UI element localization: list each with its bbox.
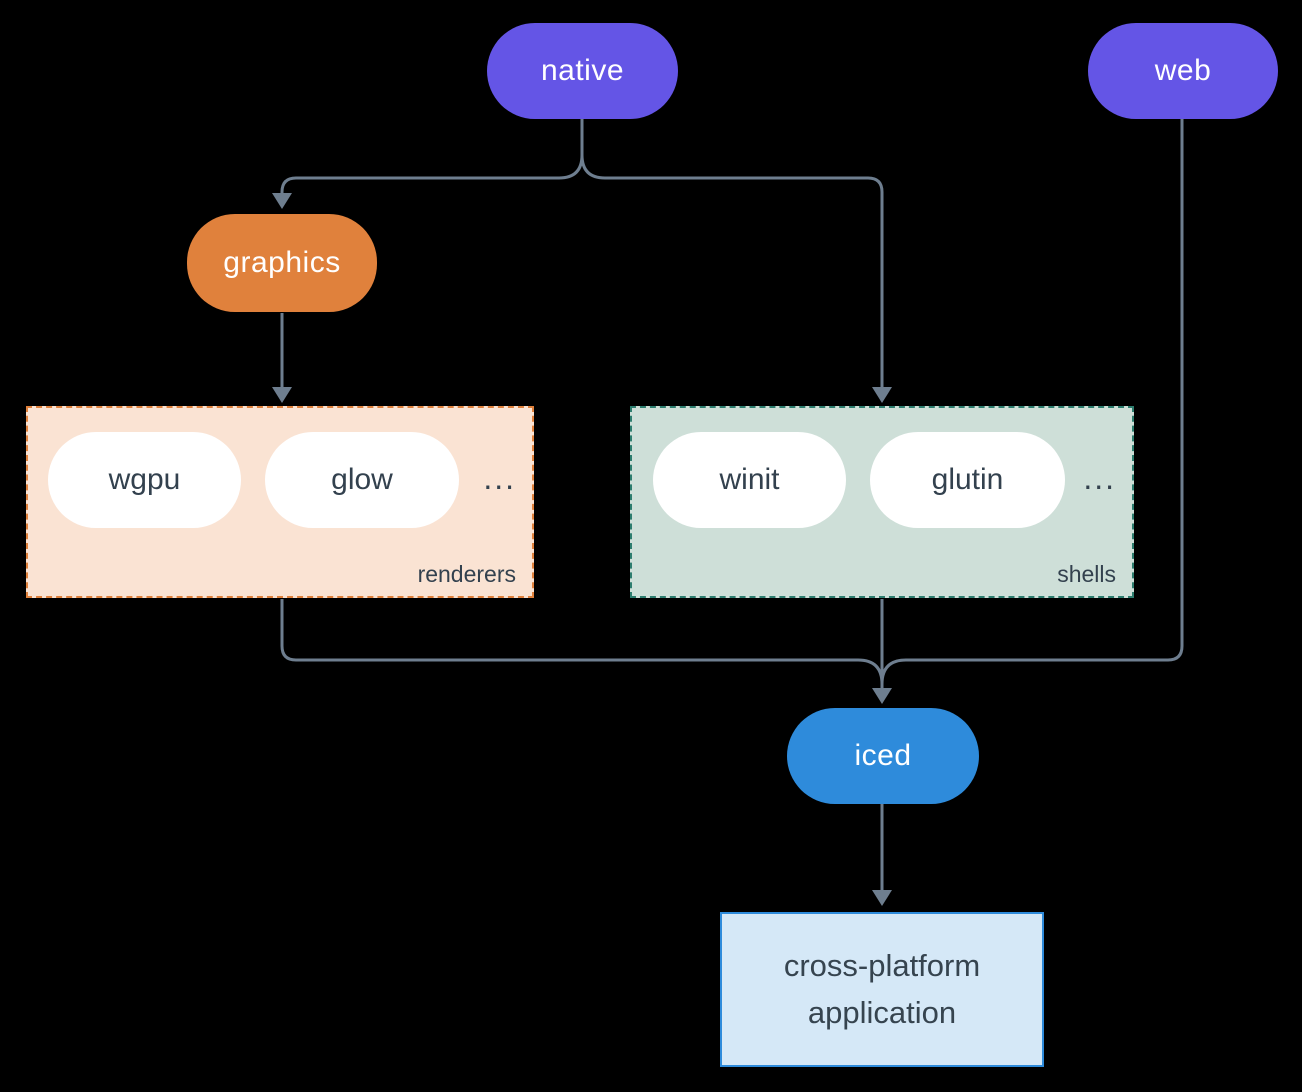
node-graphics-label: graphics (223, 246, 341, 279)
node-iced: iced (787, 708, 979, 804)
edge-native-to-shells (580, 119, 884, 388)
edge-native-to-graphics (280, 119, 584, 194)
node-web-label: web (1154, 54, 1212, 87)
edge-renderers-to-iced (280, 599, 884, 688)
node-cross-platform-application: cross-platform application (720, 912, 1044, 1067)
node-wgpu-label: wgpu (108, 463, 181, 496)
node-native-label: native (540, 54, 625, 87)
group-renderers: wgpu glow ... renderers (26, 406, 534, 598)
node-web: web (1088, 23, 1278, 119)
node-glow-label: glow (331, 463, 393, 496)
arrowhead-application (872, 890, 892, 906)
arrowhead-renderers (272, 387, 292, 403)
node-glow: glow (265, 432, 459, 528)
renderers-ellipsis: ... (483, 460, 516, 496)
arrowhead-graphics (272, 193, 292, 209)
renderers-group-label: renderers (417, 561, 516, 587)
application-label: cross-platform application (783, 948, 981, 1030)
node-glutin: glutin (870, 432, 1065, 528)
node-graphics: graphics (187, 214, 377, 312)
node-winit-label: winit (719, 463, 780, 496)
shells-ellipsis: ... (1083, 460, 1116, 496)
node-iced-label: iced (854, 739, 912, 772)
arrowhead-iced (872, 688, 892, 704)
node-winit: winit (653, 432, 846, 528)
node-native: native (487, 23, 678, 119)
arrowhead-shells (872, 387, 892, 403)
group-shells: winit glutin ... shells (630, 406, 1134, 598)
node-glutin-label: glutin (931, 463, 1004, 496)
edge-web-to-iced (880, 119, 1184, 688)
shells-group-label: shells (1057, 561, 1116, 587)
node-wgpu: wgpu (48, 432, 241, 528)
